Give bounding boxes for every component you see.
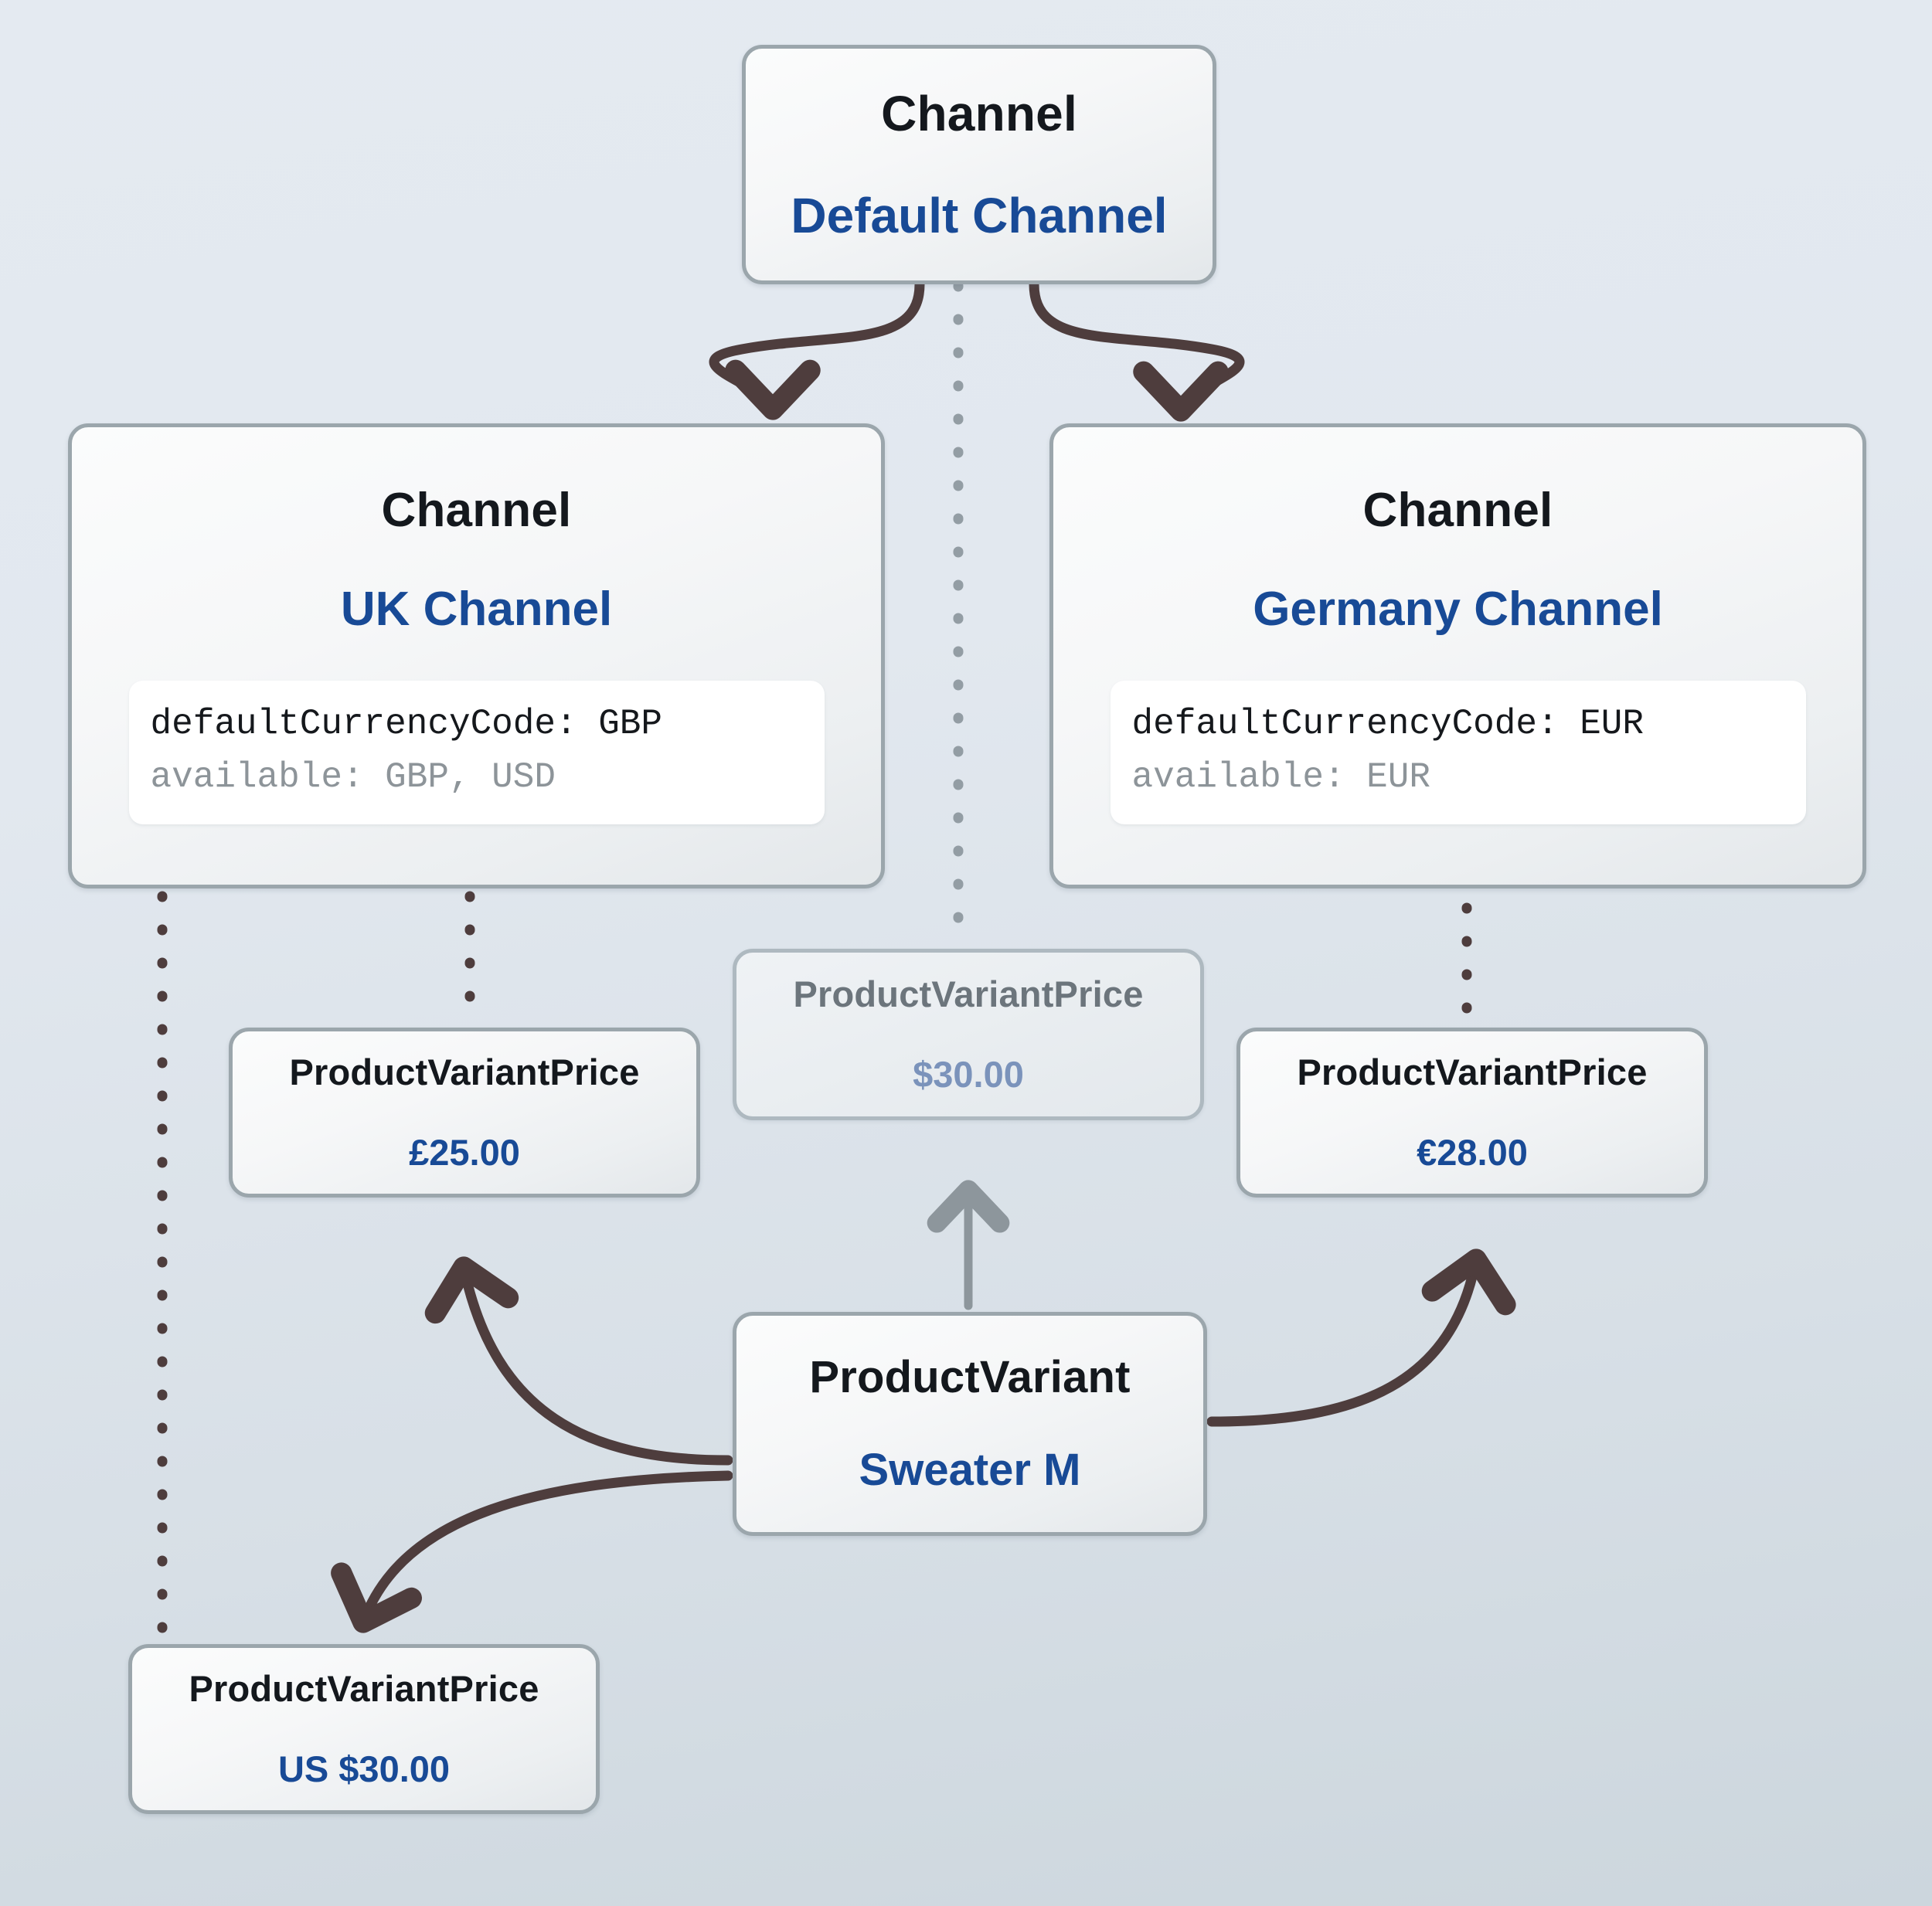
node-value-label: €28.00 (1417, 1132, 1528, 1173)
node-price-gbp[interactable]: ProductVariantPrice £25.00 (229, 1028, 700, 1198)
available-currencies: available: EUR (1131, 757, 1430, 798)
node-type-label: Channel (1362, 484, 1553, 537)
available-currencies: available: GBP, USD (150, 757, 556, 798)
node-value-label: US $30.00 (277, 1748, 451, 1789)
node-value-label: Germany Channel (1253, 583, 1663, 637)
edge-default-to-germany (1029, 279, 1245, 422)
uk-channel-properties: defaultCurrencyCode: GBP available: GBP,… (128, 681, 825, 824)
default-currency-code: defaultCurrencyCode: EUR (1131, 704, 1645, 745)
node-value-label: £25.00 (409, 1132, 520, 1173)
node-type-label: ProductVariantPrice (1297, 1052, 1648, 1093)
node-type-label: ProductVariant (809, 1352, 1131, 1403)
edge-default-to-uk (709, 279, 925, 420)
node-price-eur[interactable]: ProductVariantPrice €28.00 (1236, 1028, 1708, 1198)
edge-variant-to-price-eur (1206, 1249, 1516, 1427)
node-price-usd-default[interactable]: ProductVariantPrice $30.00 (733, 949, 1204, 1120)
default-currency-code: defaultCurrencyCode: GBP (150, 704, 663, 745)
edge-variant-to-price-gbp (424, 1256, 733, 1466)
node-value-label: $30.00 (913, 1054, 1024, 1095)
node-type-label: ProductVariantPrice (289, 1052, 640, 1093)
node-type-label: Channel (381, 484, 572, 537)
node-germany-channel[interactable]: Channel Germany Channel defaultCurrencyC… (1049, 423, 1866, 888)
node-value-label: Default Channel (791, 188, 1168, 243)
node-type-label: ProductVariantPrice (793, 973, 1144, 1015)
node-value-label: UK Channel (340, 583, 613, 637)
edge-variant-to-price-usd (331, 1470, 733, 1633)
node-price-usd[interactable]: ProductVariantPrice US $30.00 (128, 1644, 600, 1814)
node-value-label: Sweater M (859, 1445, 1081, 1495)
node-uk-channel[interactable]: Channel UK Channel defaultCurrencyCode: … (68, 423, 885, 888)
node-product-variant[interactable]: ProductVariant Sweater M (733, 1312, 1207, 1536)
node-type-label: ProductVariantPrice (189, 1668, 539, 1710)
germany-channel-properties: defaultCurrencyCode: EUR available: EUR (1110, 681, 1806, 824)
node-default-channel[interactable]: Channel Default Channel (742, 45, 1216, 284)
node-type-label: Channel (881, 85, 1077, 141)
